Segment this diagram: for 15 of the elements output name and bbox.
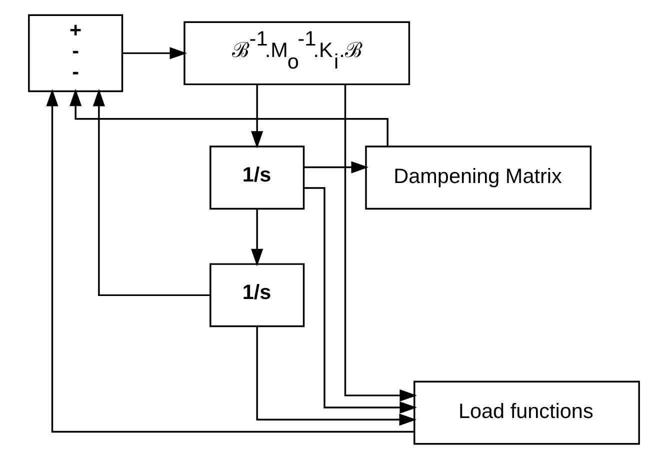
arrow <box>69 88 388 146</box>
arrow <box>256 326 416 426</box>
node-box: Load functions <box>413 380 640 445</box>
arrow <box>250 84 263 148</box>
node-box: + - - <box>28 14 123 92</box>
node-box: 1/s <box>209 146 304 210</box>
arrow <box>344 84 416 402</box>
arrow <box>92 88 210 296</box>
arrow <box>303 187 416 414</box>
arrow <box>304 161 368 174</box>
arrow <box>250 209 263 266</box>
arrow <box>122 47 187 60</box>
arrow <box>46 88 414 433</box>
node-box: Dampening Matrix <box>364 146 592 210</box>
node-box: 1/s <box>209 263 304 328</box>
